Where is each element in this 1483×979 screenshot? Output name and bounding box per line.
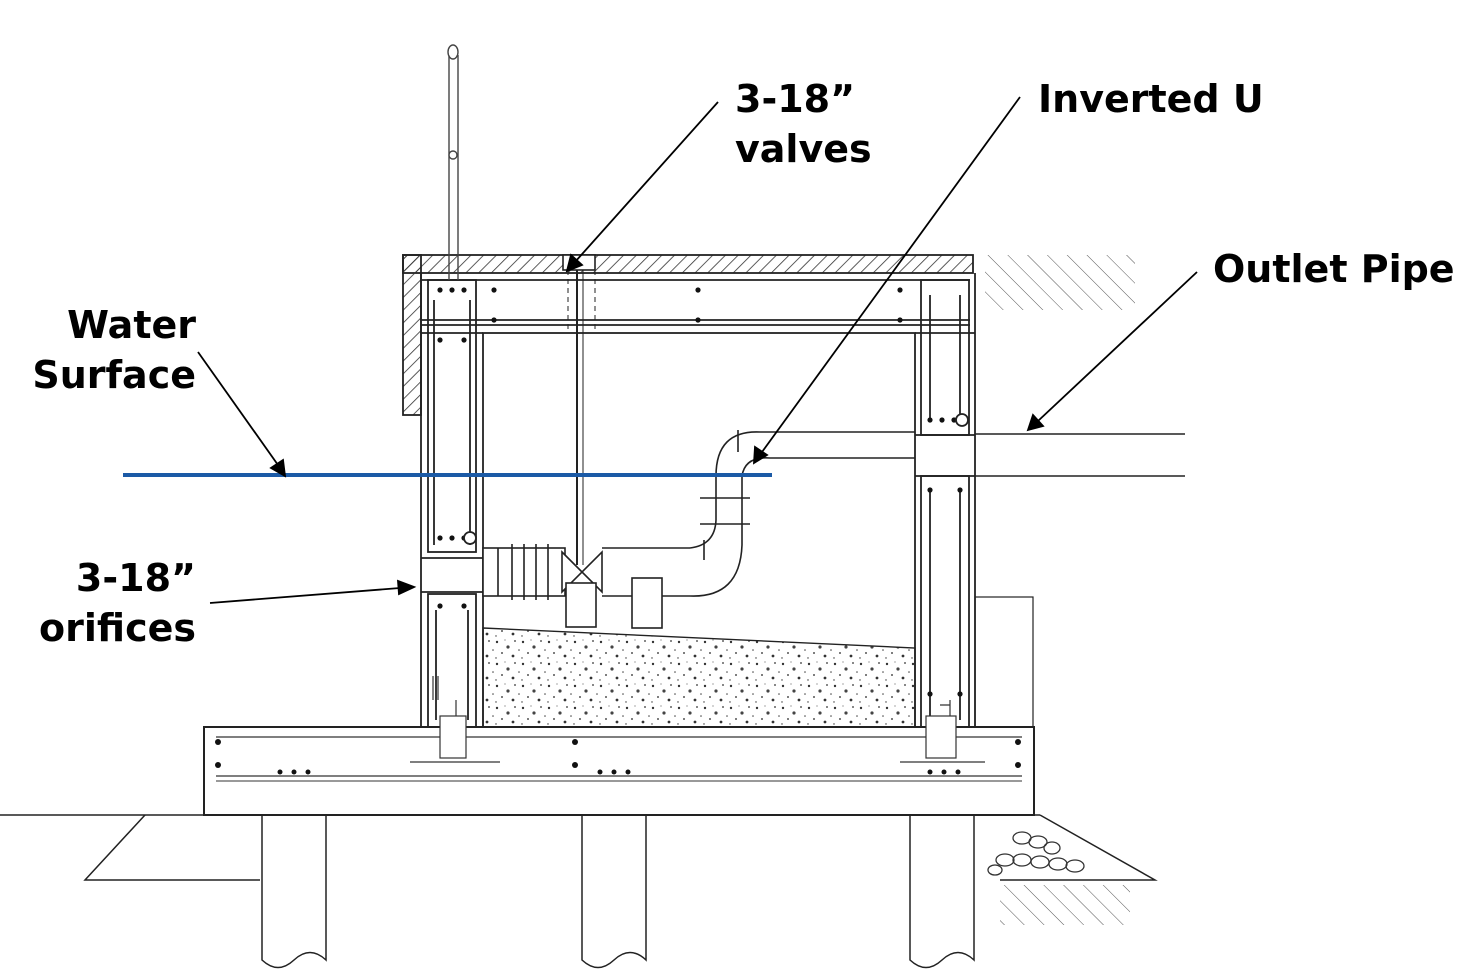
gravel-fill bbox=[432, 627, 957, 759]
pipe-system bbox=[482, 430, 1185, 629]
base-slab bbox=[203, 726, 1035, 816]
valves-label-line1: 3-18” bbox=[735, 77, 856, 121]
orifices-label-line2: orifices bbox=[39, 606, 196, 650]
valves-label: 3-18” valves bbox=[735, 74, 872, 174]
water-surface-label-line2: Surface bbox=[32, 353, 196, 397]
outlet-pipe-label: Outlet Pipe bbox=[1213, 244, 1455, 294]
inverted-u-label-text: Inverted U bbox=[1038, 77, 1264, 121]
vent-pipe bbox=[447, 44, 459, 280]
water-surface-label: Water Surface bbox=[10, 300, 196, 400]
water-surface-label-line1: Water bbox=[67, 303, 196, 347]
orifices-label-line1: 3-18” bbox=[75, 556, 196, 600]
outlet-pipe-label-text: Outlet Pipe bbox=[1213, 247, 1455, 291]
piles bbox=[261, 784, 975, 969]
riprap-stones bbox=[987, 831, 1085, 876]
valve-stem bbox=[562, 254, 596, 565]
orifices-label: 3-18” orifices bbox=[10, 553, 196, 653]
valves-label-line2: valves bbox=[735, 127, 872, 171]
inverted-u-label: Inverted U bbox=[1038, 74, 1264, 124]
ground-surface bbox=[0, 255, 1158, 925]
box-structure bbox=[402, 254, 1034, 728]
callout-arrows bbox=[197, 96, 1198, 604]
